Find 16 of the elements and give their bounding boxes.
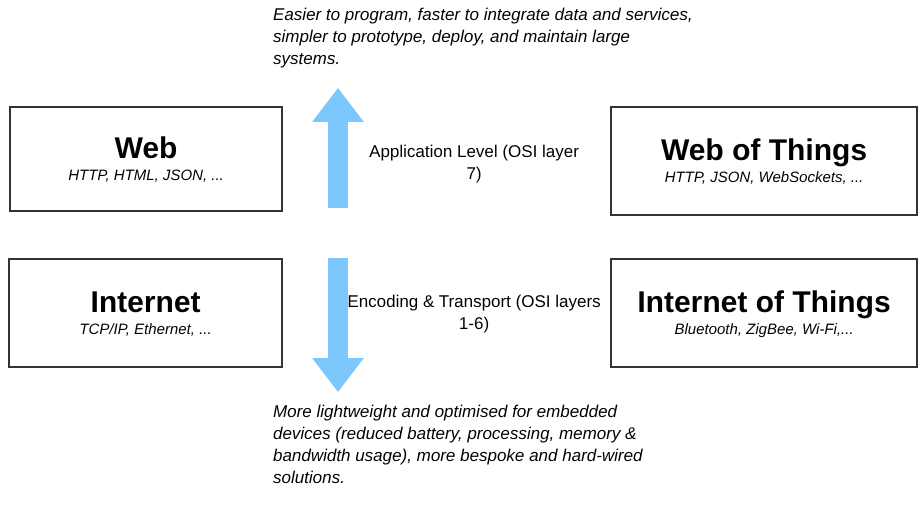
box-title: Internet <box>90 286 200 320</box>
box-subtitle: Bluetooth, ZigBee, Wi-Fi,... <box>674 320 854 340</box>
level-label: Encoding & Transport (OSI layers 1-6) <box>346 291 602 335</box>
layer-box <box>9 106 283 212</box>
level-label: Application Level (OSI layer 7) <box>368 141 580 185</box>
note-text: More lightweight and optimised for embedded devices (reduced battery, processing, memory & bandwidth usage), more bespoke and hard-wired solutions. <box>273 401 644 489</box>
box-subtitle: HTTP, HTML, JSON, ... <box>68 166 224 186</box>
layer-box <box>8 258 283 368</box>
box-title: Web <box>114 132 178 166</box>
layer-box <box>610 258 918 368</box>
box-subtitle: TCP/IP, Ethernet, ... <box>79 320 212 340</box>
note-text: Easier to program, faster to integrate data and services, simpler to prototype, deploy, and maintain large systems. <box>273 4 693 70</box>
layer-box <box>610 106 918 216</box>
box-title: Web of Things <box>660 134 868 168</box>
box-title: Internet of Things <box>637 286 891 320</box>
box-subtitle: HTTP, JSON, WebSockets, ... <box>664 168 864 188</box>
